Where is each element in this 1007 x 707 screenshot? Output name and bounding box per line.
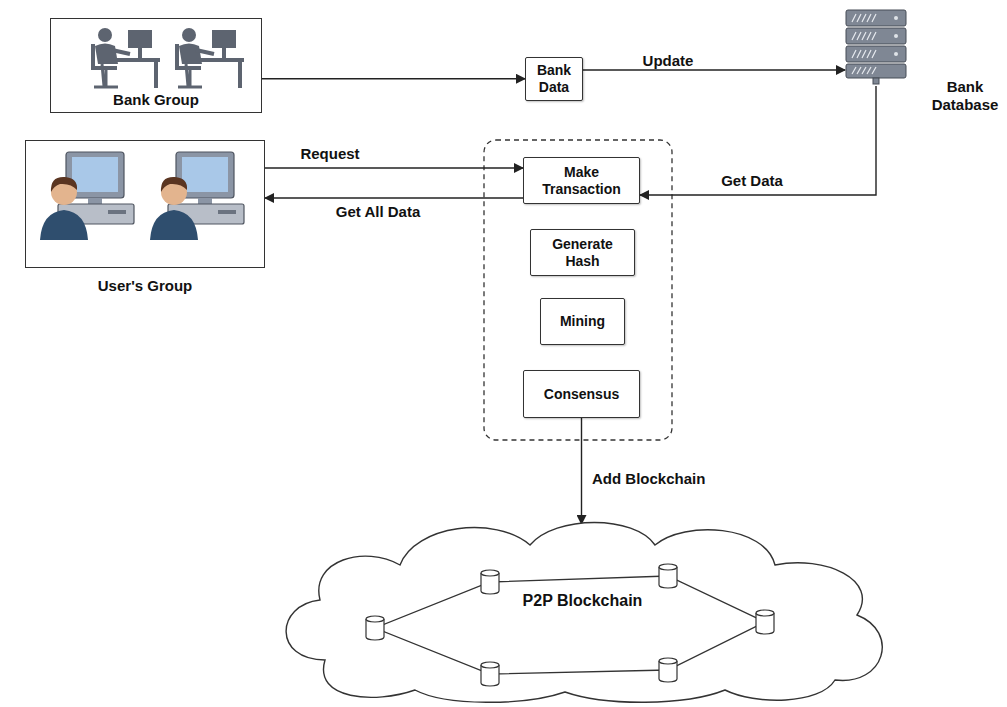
edge-label: Get Data [719,172,785,189]
cloud-shape [286,523,882,703]
node-label: Make Transaction [529,164,634,198]
node-label: Generate Hash [536,236,629,270]
flow-arrow [262,78,525,79]
edge-label: Update [641,52,696,69]
server-icon [846,10,906,84]
flow-arrow [640,86,876,195]
user-group-box: User's Group [25,140,265,268]
flow-arrow [265,167,523,168]
user-computer-icon [40,152,134,240]
process-box: Generate Hash [530,229,635,276]
node-label: P2P Blockchain [265,592,900,610]
node-label: Bank Group [51,91,261,108]
node-label: Bank Database [927,78,1003,114]
peer-node-cylinder [659,564,677,588]
edge-label: Get All Data [334,203,422,220]
p2p-network-links [375,576,765,674]
edge-label: Add Blockchain [590,470,707,487]
node-label: Mining [560,313,605,330]
bank-worker-icon [91,28,160,88]
bank-group-box: Bank Group [50,18,262,113]
peer-node-cylinder [659,658,677,682]
flow-arrow [581,418,582,524]
process-box: Mining [540,298,625,345]
node-label: Bank Data [531,62,577,96]
edge-label: Request [298,145,361,162]
data-box: Bank Data [525,57,583,101]
user-computer-icon [150,152,244,240]
flow-arrow [583,69,845,70]
database-server: Bank Database [845,8,907,86]
node-label: Consensus [544,386,619,403]
peer-node-cylinder [366,616,384,640]
peer-node-cylinder [756,610,774,634]
process-box: Consensus [523,370,640,418]
peer-node-cylinder [481,662,499,686]
process-box: Make Transaction [523,157,640,204]
node-label: User's Group [26,277,264,294]
flow-arrow [265,197,523,198]
blockchain-cloud: P2P Blockchain [265,510,900,705]
bank-worker-icon [175,28,244,88]
process-container [484,140,672,440]
peer-node-cylinder [481,570,499,594]
